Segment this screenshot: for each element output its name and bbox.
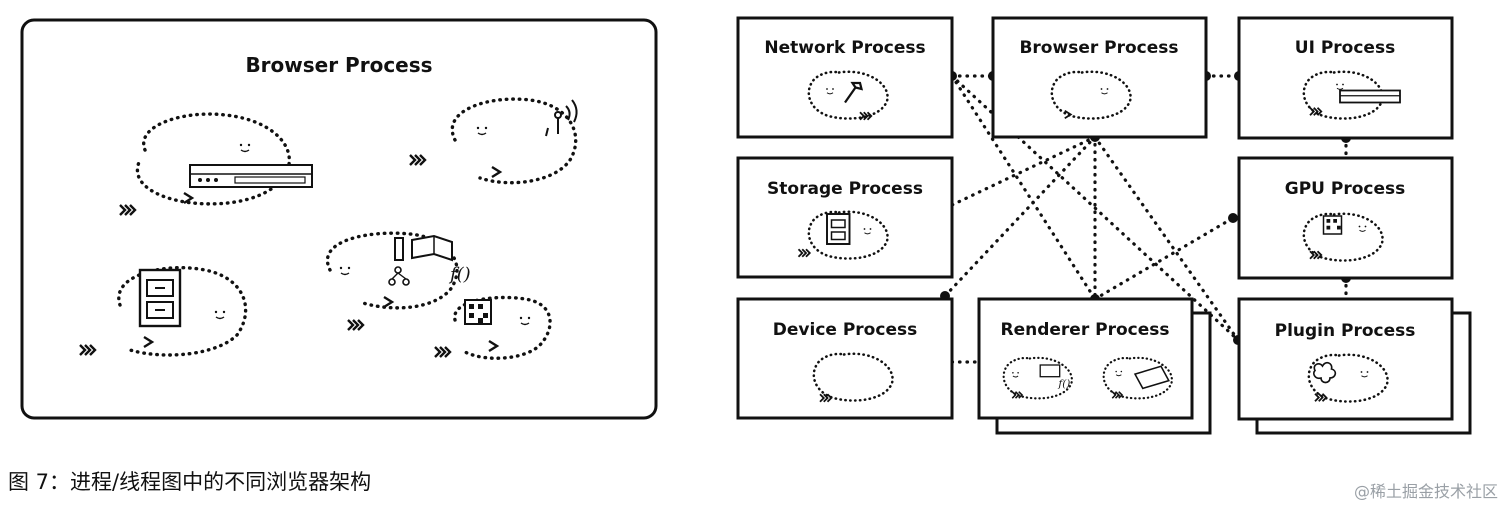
conn-network-renderer [950, 74, 1097, 301]
left-panel-border [20, 18, 658, 420]
wrench-icon [844, 81, 864, 104]
file-cabinet-icon [826, 213, 851, 245]
browser-process-label: Browser Process [1019, 38, 1178, 58]
renderer-compositor-thread-icon [1102, 356, 1173, 400]
gpu-process-box: GPU Process [1237, 156, 1454, 280]
file-cabinet-icon [138, 268, 182, 328]
plugin-process-label: Plugin Process [1275, 321, 1416, 341]
antenna-icon [545, 99, 578, 137]
ui-process-box: UI Process [1237, 16, 1454, 140]
left-panel-title: Browser Process [245, 53, 432, 77]
conn-renderer-gpu [1093, 216, 1235, 301]
ui-thread-icon [1302, 70, 1401, 120]
conn-network-plugin [950, 74, 1240, 342]
network-thread-icon [807, 70, 889, 121]
svg-text:f(): f() [1057, 378, 1070, 390]
toolbar-icon [1339, 89, 1401, 104]
device-process-label: Device Process [773, 320, 917, 340]
network-process-box: Network Process [736, 16, 954, 139]
storage-process-box: Storage Process [736, 156, 954, 279]
plugin-process-box: Plugin Process [1237, 297, 1472, 435]
network-thread-illustration [408, 97, 578, 185]
conn-browser-storage [950, 135, 1097, 207]
book-tools-icon: f() [388, 234, 471, 286]
conn-browser-device [943, 135, 1097, 298]
plugin-thread-icon [1307, 353, 1389, 403]
puzzle-icon [1313, 361, 1337, 384]
renderer-process-box: Renderer Process f() [977, 297, 1212, 435]
storage-process-label: Storage Process [767, 179, 923, 199]
ui-thread-illustration [118, 112, 313, 217]
device-process-box: Device Process [736, 297, 954, 420]
renderer-process-label: Renderer Process [1000, 320, 1169, 340]
figure-caption: 图 7：进程/线程图中的不同浏览器架构 [8, 470, 372, 494]
watermark: @稀土掘金技术社区 [1353, 482, 1498, 501]
gpu-thread-icon [1302, 212, 1384, 262]
grid-icon [1322, 215, 1343, 235]
left-browser-process-panel: Browser Process [20, 18, 658, 420]
storage-thread-icon [797, 210, 889, 260]
renderer-main-thread-illustration: f() [325, 231, 471, 332]
storage-thread-illustration [78, 266, 248, 357]
gpu-process-label: GPU Process [1285, 179, 1406, 199]
toolbar-icon [189, 164, 313, 188]
ui-process-label: UI Process [1295, 38, 1395, 58]
svg-text:f(): f() [448, 264, 471, 285]
renderer-main-thread-icon: f() [1002, 356, 1073, 400]
browser-process-box: Browser Process [991, 16, 1208, 139]
renderer-compositor-thread-illustration [433, 295, 552, 360]
process-connections [943, 74, 1348, 364]
grid-icon [464, 299, 492, 325]
network-process-label: Network Process [764, 38, 925, 58]
